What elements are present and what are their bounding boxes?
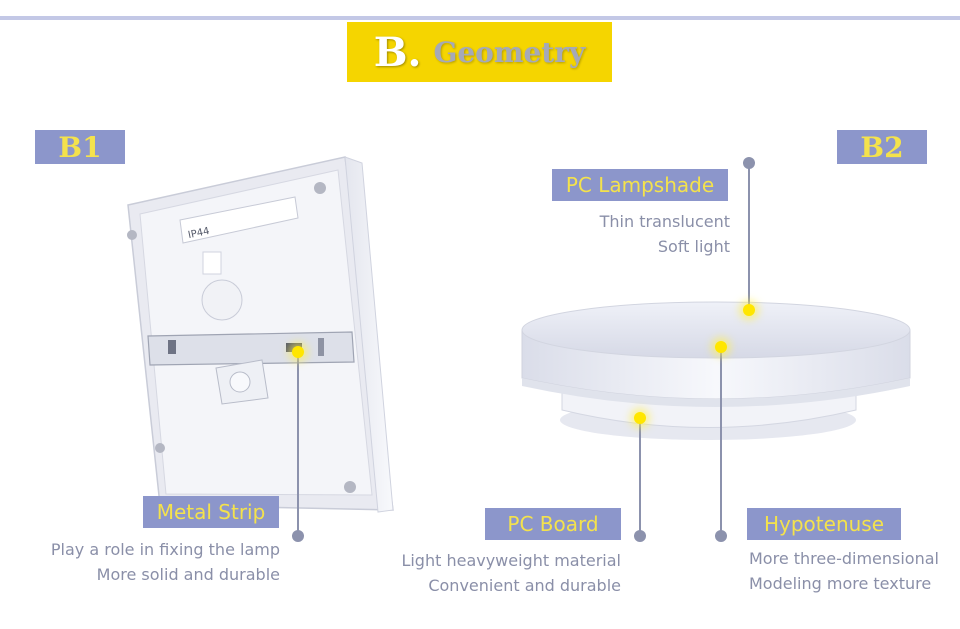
hypotenuse-desc-line1: More three-dimensional: [749, 549, 939, 568]
pc-lampshade-description: Thin translucent Soft light: [600, 209, 730, 259]
metal-strip-desc-line1: Play a role in fixing the lamp: [50, 540, 280, 559]
board-leader-dot: [634, 530, 646, 542]
section-word: Geometry: [433, 35, 586, 69]
top-divider-line: [0, 16, 960, 20]
hypotenuse-desc-line2: Modeling more texture: [749, 574, 932, 593]
pc-lampshade-desc-line2: Soft light: [657, 237, 730, 256]
pc-board-description: Light heavyweight material Convenient an…: [401, 548, 621, 598]
metal-strip-description: Play a role in fixing the lamp More soli…: [51, 537, 280, 587]
hypotenuse-label: Hypotenuse: [747, 508, 901, 540]
round-lamp-side: [521, 301, 911, 440]
metal-strip-desc-line2: More solid and durable: [96, 565, 280, 584]
badge-b2: B2: [837, 130, 927, 164]
metal-strip-highlight: [292, 346, 304, 358]
pc-board-label: PC Board: [485, 508, 621, 540]
pc-lampshade-desc-line1: Thin translucent: [599, 212, 730, 231]
metal-strip-leader-dot: [292, 530, 304, 542]
board-highlight: [634, 412, 646, 424]
hypotenuse-description: More three-dimensional Modeling more tex…: [749, 546, 939, 596]
lampshade-leader-dot: [743, 157, 755, 169]
square-lamp-back: [127, 156, 394, 513]
hypotenuse-leader-dot: [715, 530, 727, 542]
metal-strip-label: Metal Strip: [143, 496, 279, 528]
pc-board-desc-line2: Convenient and durable: [428, 576, 621, 595]
badge-b1: B1: [35, 130, 125, 164]
hypotenuse-highlight: [715, 341, 727, 353]
lampshade-highlight: [743, 304, 755, 316]
pc-lampshade-label: PC Lampshade: [552, 169, 728, 201]
section-letter: B.: [373, 28, 422, 76]
section-title: B. Geometry: [347, 22, 612, 82]
pc-board-desc-line1: Light heavyweight material: [401, 551, 621, 570]
